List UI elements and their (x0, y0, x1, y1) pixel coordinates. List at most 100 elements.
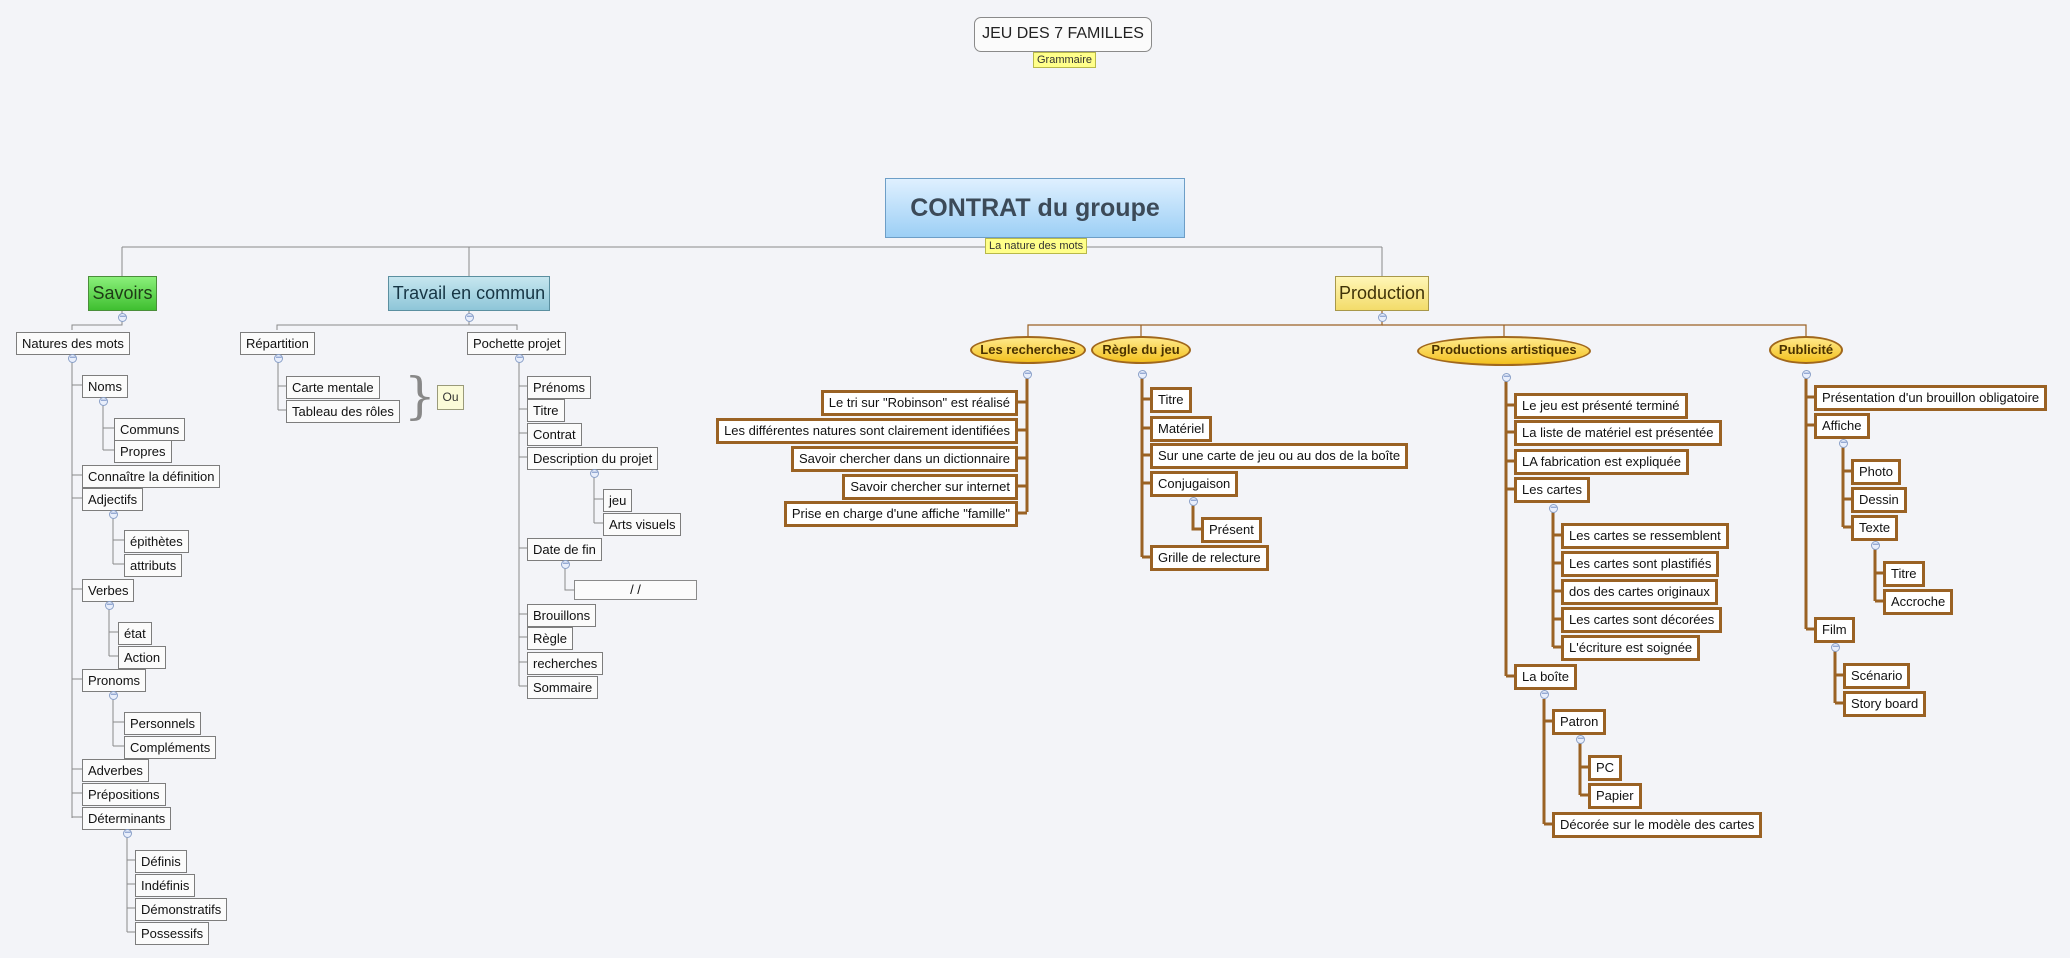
cartes-item[interactable]: Les cartes sont décorées (1561, 607, 1723, 633)
collapse-toggle-icon[interactable]: − (109, 690, 118, 700)
collapse-toggle-icon[interactable]: − (561, 559, 570, 569)
root-node[interactable]: CONTRAT du groupe (885, 178, 1185, 238)
node-contrat[interactable]: Contrat (527, 423, 582, 446)
recherche-item[interactable]: Savoir chercher sur internet (842, 474, 1018, 500)
node-regle[interactable]: Règle (527, 627, 573, 650)
regle-materiel[interactable]: Matériel (1150, 416, 1213, 442)
texte-accroche[interactable]: Accroche (1883, 589, 1954, 615)
collapse-toggle-icon[interactable]: − (465, 312, 474, 322)
regle-grille[interactable]: Grille de relecture (1150, 545, 1269, 571)
regle-titre[interactable]: Titre (1150, 387, 1192, 413)
node-definis[interactable]: Définis (135, 850, 187, 873)
collapse-toggle-icon[interactable]: − (1378, 312, 1387, 322)
node-epithetes[interactable]: épithètes (124, 530, 189, 553)
node-determinants[interactable]: Déterminants (82, 807, 172, 830)
node-titre[interactable]: Titre (527, 399, 565, 422)
node-natures-des-mots[interactable]: Natures des mots (16, 332, 130, 355)
branch-travail[interactable]: Travail en commun (388, 276, 550, 311)
cartes-item[interactable]: Les cartes se ressemblent (1561, 523, 1729, 549)
node-jeu[interactable]: jeu (603, 489, 633, 512)
node-verbes[interactable]: Verbes (82, 579, 135, 602)
top-title-node[interactable]: JEU DES 7 FAMILLES (974, 17, 1152, 52)
regle-sur-carte[interactable]: Sur une carte de jeu ou au dos de la boî… (1150, 443, 1409, 469)
node-demonstratifs[interactable]: Démonstratifs (135, 898, 228, 921)
node-brouillons[interactable]: Brouillons (527, 604, 597, 627)
collapse-toggle-icon[interactable]: − (68, 353, 77, 363)
oval-publicite[interactable]: Publicité (1769, 336, 1843, 364)
cartes-item[interactable]: L'écriture est soignée (1561, 635, 1701, 661)
texte-titre[interactable]: Titre (1883, 561, 1925, 587)
node-action[interactable]: Action (118, 646, 167, 669)
regle-conjugaison[interactable]: Conjugaison (1150, 471, 1239, 497)
patron-pc[interactable]: PC (1588, 755, 1623, 781)
artistique-fabrication[interactable]: LA fabrication est expliquée (1514, 449, 1689, 475)
artistique-cartes[interactable]: Les cartes (1514, 477, 1590, 503)
node-recherches[interactable]: recherches (527, 652, 604, 675)
node-prenoms[interactable]: Prénoms (527, 376, 592, 399)
boite-decoree[interactable]: Décorée sur le modèle des cartes (1552, 812, 1763, 838)
oval-productions-artistiques[interactable]: Productions artistiques (1417, 336, 1591, 366)
node-communs[interactable]: Communs (114, 418, 186, 441)
branch-production[interactable]: Production (1335, 276, 1429, 311)
node-attributs[interactable]: attributs (124, 554, 183, 577)
collapse-toggle-icon[interactable]: − (590, 468, 599, 478)
collapse-toggle-icon[interactable]: − (123, 828, 132, 838)
node-repartition[interactable]: Répartition (240, 332, 315, 355)
node-prepositions[interactable]: Prépositions (82, 783, 166, 806)
cartes-item[interactable]: Les cartes sont plastifiés (1561, 551, 1720, 577)
pub-film[interactable]: Film (1814, 617, 1855, 643)
artistique-materiel[interactable]: La liste de matériel est présentée (1514, 420, 1722, 446)
affiche-dessin[interactable]: Dessin (1851, 487, 1907, 513)
node-indefinis[interactable]: Indéfinis (135, 874, 196, 897)
collapse-toggle-icon[interactable]: − (1871, 540, 1880, 550)
film-story-board[interactable]: Story board (1843, 691, 1927, 717)
node-sommaire[interactable]: Sommaire (527, 676, 599, 699)
node-arts-visuels[interactable]: Arts visuels (603, 513, 682, 536)
film-scenario[interactable]: Scénario (1843, 663, 1911, 689)
node-pronoms[interactable]: Pronoms (82, 669, 147, 692)
node-noms[interactable]: Noms (82, 375, 128, 398)
oval-les-recherches[interactable]: Les recherches (970, 336, 1086, 364)
collapse-toggle-icon[interactable]: − (1502, 372, 1511, 382)
node-adjectifs[interactable]: Adjectifs (82, 488, 144, 511)
collapse-toggle-icon[interactable]: − (1023, 369, 1032, 379)
node-definition[interactable]: Connaître la définition (82, 465, 221, 488)
artistique-boite[interactable]: La boîte (1514, 664, 1577, 690)
node-etat[interactable]: état (118, 622, 152, 645)
node-possessifs[interactable]: Possessifs (135, 922, 210, 945)
recherche-item[interactable]: Prise en charge d'une affiche "famille" (783, 501, 1018, 527)
collapse-toggle-icon[interactable]: − (274, 353, 283, 363)
collapse-toggle-icon[interactable]: − (109, 509, 118, 519)
collapse-toggle-icon[interactable]: − (118, 312, 127, 322)
pub-brouillon[interactable]: Présentation d'un brouillon obligatoire (1814, 385, 2048, 411)
collapse-toggle-icon[interactable]: − (1540, 689, 1549, 699)
date-input-field[interactable]: / / (574, 580, 697, 600)
affiche-photo[interactable]: Photo (1851, 459, 1901, 485)
collapse-toggle-icon[interactable]: − (1189, 496, 1198, 506)
collapse-toggle-icon[interactable]: − (105, 600, 114, 610)
node-personnels[interactable]: Personnels (124, 712, 202, 735)
collapse-toggle-icon[interactable]: − (1839, 438, 1848, 448)
branch-savoirs[interactable]: Savoirs (88, 276, 157, 311)
node-date-fin[interactable]: Date de fin (527, 538, 602, 561)
collapse-toggle-icon[interactable]: − (515, 353, 524, 363)
oval-regle-du-jeu[interactable]: Règle du jeu (1091, 336, 1191, 364)
regle-present[interactable]: Présent (1201, 517, 1262, 543)
collapse-toggle-icon[interactable]: − (1576, 734, 1585, 744)
recherche-item[interactable]: Savoir chercher dans un dictionnaire (790, 446, 1018, 472)
node-description[interactable]: Description du projet (527, 447, 659, 470)
artistique-termine[interactable]: Le jeu est présenté terminé (1514, 393, 1688, 419)
node-adverbes[interactable]: Adverbes (82, 759, 149, 782)
node-ou[interactable]: Ou (437, 385, 464, 410)
affiche-texte[interactable]: Texte (1851, 515, 1899, 541)
node-pochette[interactable]: Pochette projet (467, 332, 567, 355)
collapse-toggle-icon[interactable]: − (1549, 503, 1558, 513)
collapse-toggle-icon[interactable]: − (1138, 369, 1147, 379)
cartes-item[interactable]: dos des cartes originaux (1561, 579, 1718, 605)
collapse-toggle-icon[interactable]: − (99, 396, 108, 406)
collapse-toggle-icon[interactable]: − (1831, 642, 1840, 652)
pub-affiche[interactable]: Affiche (1814, 413, 1870, 439)
boite-patron[interactable]: Patron (1552, 709, 1607, 735)
node-complements[interactable]: Compléments (124, 736, 217, 759)
recherche-item[interactable]: Le tri sur "Robinson" est réalisé (820, 390, 1018, 416)
